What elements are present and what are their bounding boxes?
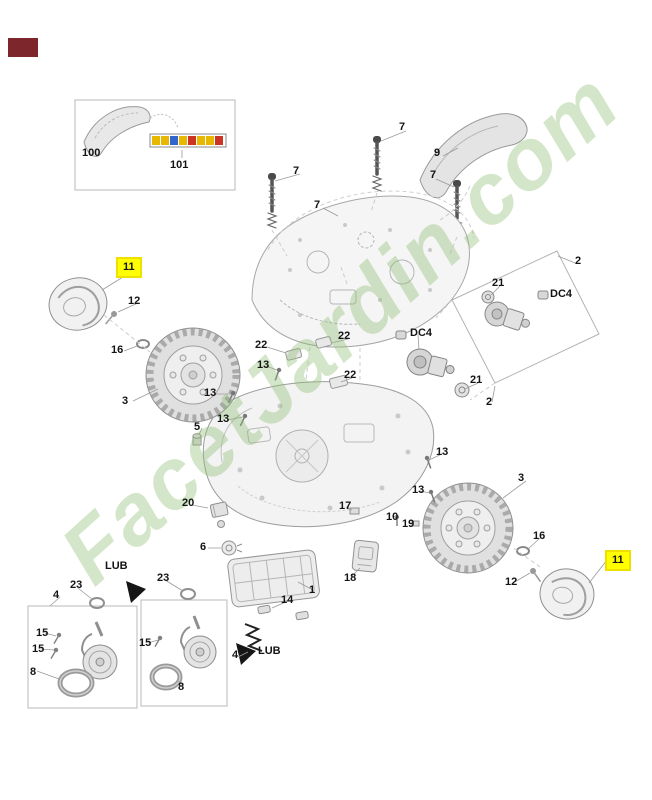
- leader-lines: [36, 130, 608, 687]
- left-wheel-drawing: [145, 327, 241, 423]
- callout-13: 13: [204, 387, 217, 399]
- callout-5: 5: [194, 421, 201, 433]
- assembly-guide-lines: [103, 185, 541, 568]
- callout-11: 11: [607, 552, 629, 569]
- site-logo: [8, 38, 38, 57]
- callout-16: 16: [533, 530, 546, 542]
- callout-13: 13: [436, 446, 449, 458]
- callout-DC4: DC4: [550, 288, 573, 300]
- callout-13: 13: [412, 484, 425, 496]
- callout-101: 101: [170, 159, 189, 171]
- callout-8: 8: [30, 666, 37, 678]
- caster-wheel-b-drawing: [149, 615, 217, 691]
- blade-tray-drawing: [227, 549, 320, 621]
- inset-assembly-box: [74, 99, 236, 191]
- callout-7: 7: [293, 165, 300, 177]
- misc-small-parts-drawing: [192, 433, 243, 556]
- callout-17: 17: [339, 500, 352, 512]
- callout-4: 4: [232, 649, 239, 661]
- callout-7: 7: [399, 121, 406, 133]
- callout-7: 7: [314, 199, 321, 211]
- spring-and-grease-drawing: [126, 581, 263, 665]
- callout-3: 3: [122, 395, 129, 407]
- callout-2: 2: [575, 255, 582, 267]
- callout-2: 2: [486, 396, 493, 408]
- caster-wheel-a-drawing: [50, 621, 118, 698]
- drive-motor-drawing: [395, 330, 470, 398]
- callout-8: 8: [178, 681, 185, 693]
- callout-100: 100: [82, 147, 101, 159]
- callout-22: 22: [338, 330, 351, 342]
- warning-label-strip: [149, 133, 227, 148]
- callout-23: 23: [157, 572, 170, 584]
- callout-4: 4: [53, 589, 60, 601]
- callout-22: 22: [344, 369, 357, 381]
- upper-chassis-drawing: [251, 190, 475, 348]
- oring-parts-drawing: [89, 588, 196, 609]
- callout-15: 15: [36, 627, 49, 639]
- callout-20: 20: [182, 497, 195, 509]
- left-wheel-cap-drawing: [48, 277, 108, 331]
- right-wheel-drawing: [422, 482, 514, 574]
- callout-1: 1: [309, 584, 316, 596]
- callout-22: 22: [255, 339, 268, 351]
- callout-LUB: LUB: [258, 645, 281, 657]
- clip-parts-drawing: [285, 336, 349, 389]
- callout-6: 6: [200, 541, 207, 553]
- callout-21: 21: [492, 277, 505, 289]
- callout-DC4: DC4: [410, 327, 433, 339]
- callout-15: 15: [139, 637, 152, 649]
- callout-14: 14: [281, 594, 294, 606]
- small-screws-drawing: [227, 367, 436, 503]
- callout-10: 10: [386, 511, 399, 523]
- callout-13: 13: [257, 359, 270, 371]
- top-cover-drawing: [419, 113, 528, 199]
- lower-chassis-drawing: [202, 381, 435, 528]
- callout-19: 19: [402, 518, 415, 530]
- callout-23: 23: [70, 579, 83, 591]
- callout-21: 21: [470, 374, 483, 386]
- callout-LUB: LUB: [105, 560, 128, 572]
- callout-9: 9: [434, 147, 441, 159]
- callout-18: 18: [344, 572, 357, 584]
- gearbox-kit-box: [451, 250, 600, 384]
- callout-13: 13: [217, 413, 230, 425]
- callout-11: 11: [118, 259, 140, 276]
- callout-7: 7: [430, 169, 437, 181]
- callout-12: 12: [128, 295, 141, 307]
- callout-16: 16: [111, 344, 124, 356]
- right-wheel-cap-drawing: [539, 568, 595, 620]
- callout-15: 15: [32, 643, 45, 655]
- callout-3: 3: [518, 472, 525, 484]
- callout-12: 12: [505, 576, 518, 588]
- axle-washers-screws-drawing: [105, 311, 542, 583]
